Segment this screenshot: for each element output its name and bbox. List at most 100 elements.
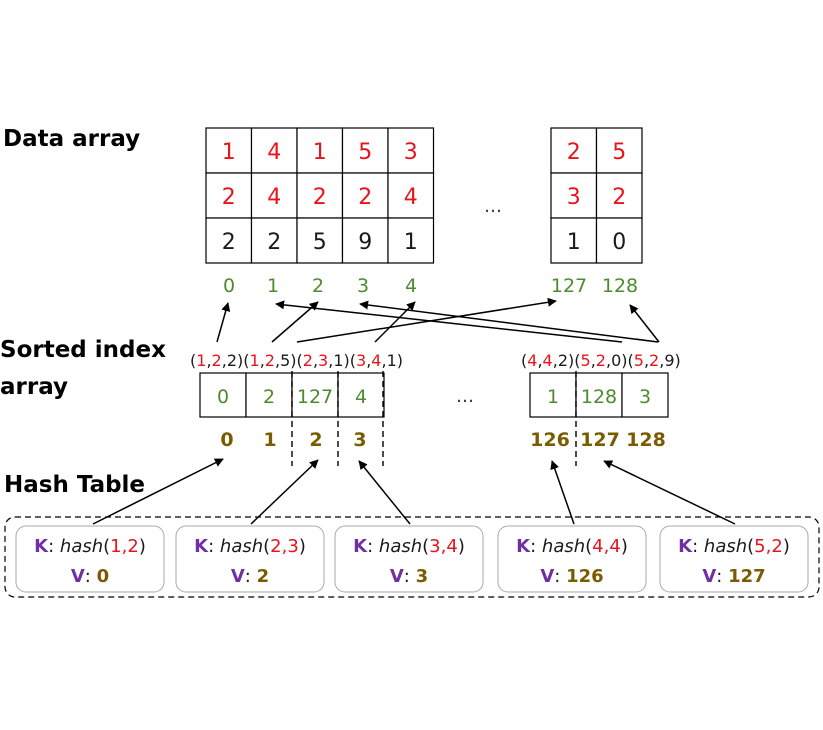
data-array-right-cell — [550, 217, 598, 264]
hash-value-part: V — [231, 566, 245, 587]
tuple-label-group: (1,2,2)(1,2,5)(2,3,1)(3,4,1) — [190, 351, 403, 370]
hash-value-part: 0 — [97, 566, 110, 587]
data-array-right-cell — [595, 127, 643, 174]
hash-key-part: ( — [263, 536, 270, 557]
hash-entry-value: V: 3 — [390, 566, 428, 587]
data-array-right-value: 3 — [567, 185, 581, 210]
tuple-part: , — [644, 351, 649, 370]
data-array-left-value: 4 — [267, 140, 281, 165]
data-array-right-cell — [550, 172, 598, 219]
data-array-heading: Data array — [3, 126, 140, 152]
data-array-left-value: 9 — [358, 230, 372, 255]
tuple-part: , — [537, 351, 542, 370]
data-array-left-cell — [205, 127, 253, 174]
hash-key-part: ( — [103, 536, 110, 557]
hash-key-part: ) — [299, 536, 306, 557]
hash-key-part: 4 — [592, 536, 603, 557]
hash-entry-key: K: hash(5,2) — [678, 536, 790, 557]
tuple-part: ( — [628, 351, 634, 370]
hash-key-part: K — [34, 536, 49, 557]
data-array-left-cell — [205, 172, 253, 219]
data-array-left-value: 2 — [313, 185, 327, 210]
sorted-index-left-value: 4 — [355, 386, 367, 408]
hash-value-part: V — [540, 566, 554, 587]
hash-value-part: 126 — [566, 566, 604, 587]
hash-key-part: 4 — [609, 536, 620, 557]
tuple-part: 5 — [634, 351, 644, 370]
tuple-part: , — [381, 351, 386, 370]
tuple-part: ( — [243, 351, 249, 370]
hash-key-part: ) — [783, 536, 790, 557]
hash-key-part: hash — [542, 536, 585, 557]
hash-value-part: 127 — [728, 566, 766, 587]
hash-value-part: 2 — [257, 566, 270, 587]
sorted-index-heading-line2: array — [0, 374, 68, 400]
data-array-left-value: 3 — [404, 140, 418, 165]
tuple-part: 2 — [596, 351, 606, 370]
hash-entry-box — [15, 525, 165, 593]
tuple-part: ) — [237, 351, 243, 370]
hash-value-part: : — [716, 566, 728, 587]
hash-value-part: : — [245, 566, 257, 587]
tuple-part: 2 — [265, 351, 275, 370]
tuple-part: , — [206, 351, 211, 370]
tuple-part: 1 — [333, 351, 343, 370]
hash-key-part: hash — [220, 536, 263, 557]
hash-entry-box — [334, 525, 484, 593]
hash-entry-box — [659, 525, 809, 593]
hash-table-container — [4, 516, 820, 598]
hash-value-part: 3 — [416, 566, 429, 587]
sorted-index-heading-line1: Sorted index — [0, 337, 166, 363]
hash-to-position-126-arrow — [550, 460, 575, 525]
tuple-part: 2 — [649, 351, 659, 370]
tuple-part: , — [275, 351, 280, 370]
data-array-left-value: 5 — [313, 230, 327, 255]
tuple-part: , — [222, 351, 227, 370]
hash-to-position-2-arrow — [250, 459, 319, 525]
tuple-to-index-1-arrow — [275, 300, 623, 343]
hash-key-part: , — [604, 536, 610, 557]
sorted-position-label: 0 — [220, 429, 233, 451]
tuple-part: ( — [521, 351, 527, 370]
hash-to-position-3-arrow — [358, 460, 411, 525]
data-array-left-value: 2 — [222, 230, 236, 255]
sorted-index-ellipsis: … — [456, 386, 474, 407]
hash-key-part: 1 — [110, 536, 121, 557]
data-array-left-value: 1 — [313, 140, 327, 165]
tuple-part: ( — [574, 351, 580, 370]
hash-value-part: : — [404, 566, 416, 587]
data-index-label: 127 — [551, 275, 587, 297]
tuple-part: , — [659, 351, 664, 370]
tuple-part: 4 — [371, 351, 381, 370]
tuple-part: , — [366, 351, 371, 370]
tuple-to-index-128-arrow — [629, 304, 660, 343]
data-index-label: 2 — [312, 275, 324, 297]
tuple-part: 9 — [664, 351, 674, 370]
data-index-label: 0 — [223, 275, 235, 297]
tuple-part: ( — [190, 351, 196, 370]
tuple-part: , — [591, 351, 596, 370]
sorted-position-label: 2 — [309, 429, 322, 451]
hash-key-part: 3 — [287, 536, 298, 557]
hash-value-part: : — [554, 566, 566, 587]
hash-key-part: K — [353, 536, 368, 557]
tuple-part: 3 — [318, 351, 328, 370]
tuple-part: 2 — [558, 351, 568, 370]
hash-value-part: : — [85, 566, 97, 587]
hash-key-part: : — [530, 536, 542, 557]
data-index-label: 128 — [602, 275, 638, 297]
hash-value-part: V — [702, 566, 716, 587]
hash-key-part: hash — [704, 536, 747, 557]
hash-key-part: , — [122, 536, 128, 557]
tuple-part: 1 — [250, 351, 260, 370]
sorted-position-label: 128 — [626, 429, 666, 451]
hash-entry-key: K: hash(3,4) — [353, 536, 465, 557]
sorted-index-left-cell — [245, 372, 293, 418]
data-array-left-cell — [387, 172, 435, 219]
data-array-left-value: 1 — [404, 230, 418, 255]
hash-key-part: hash — [60, 536, 103, 557]
